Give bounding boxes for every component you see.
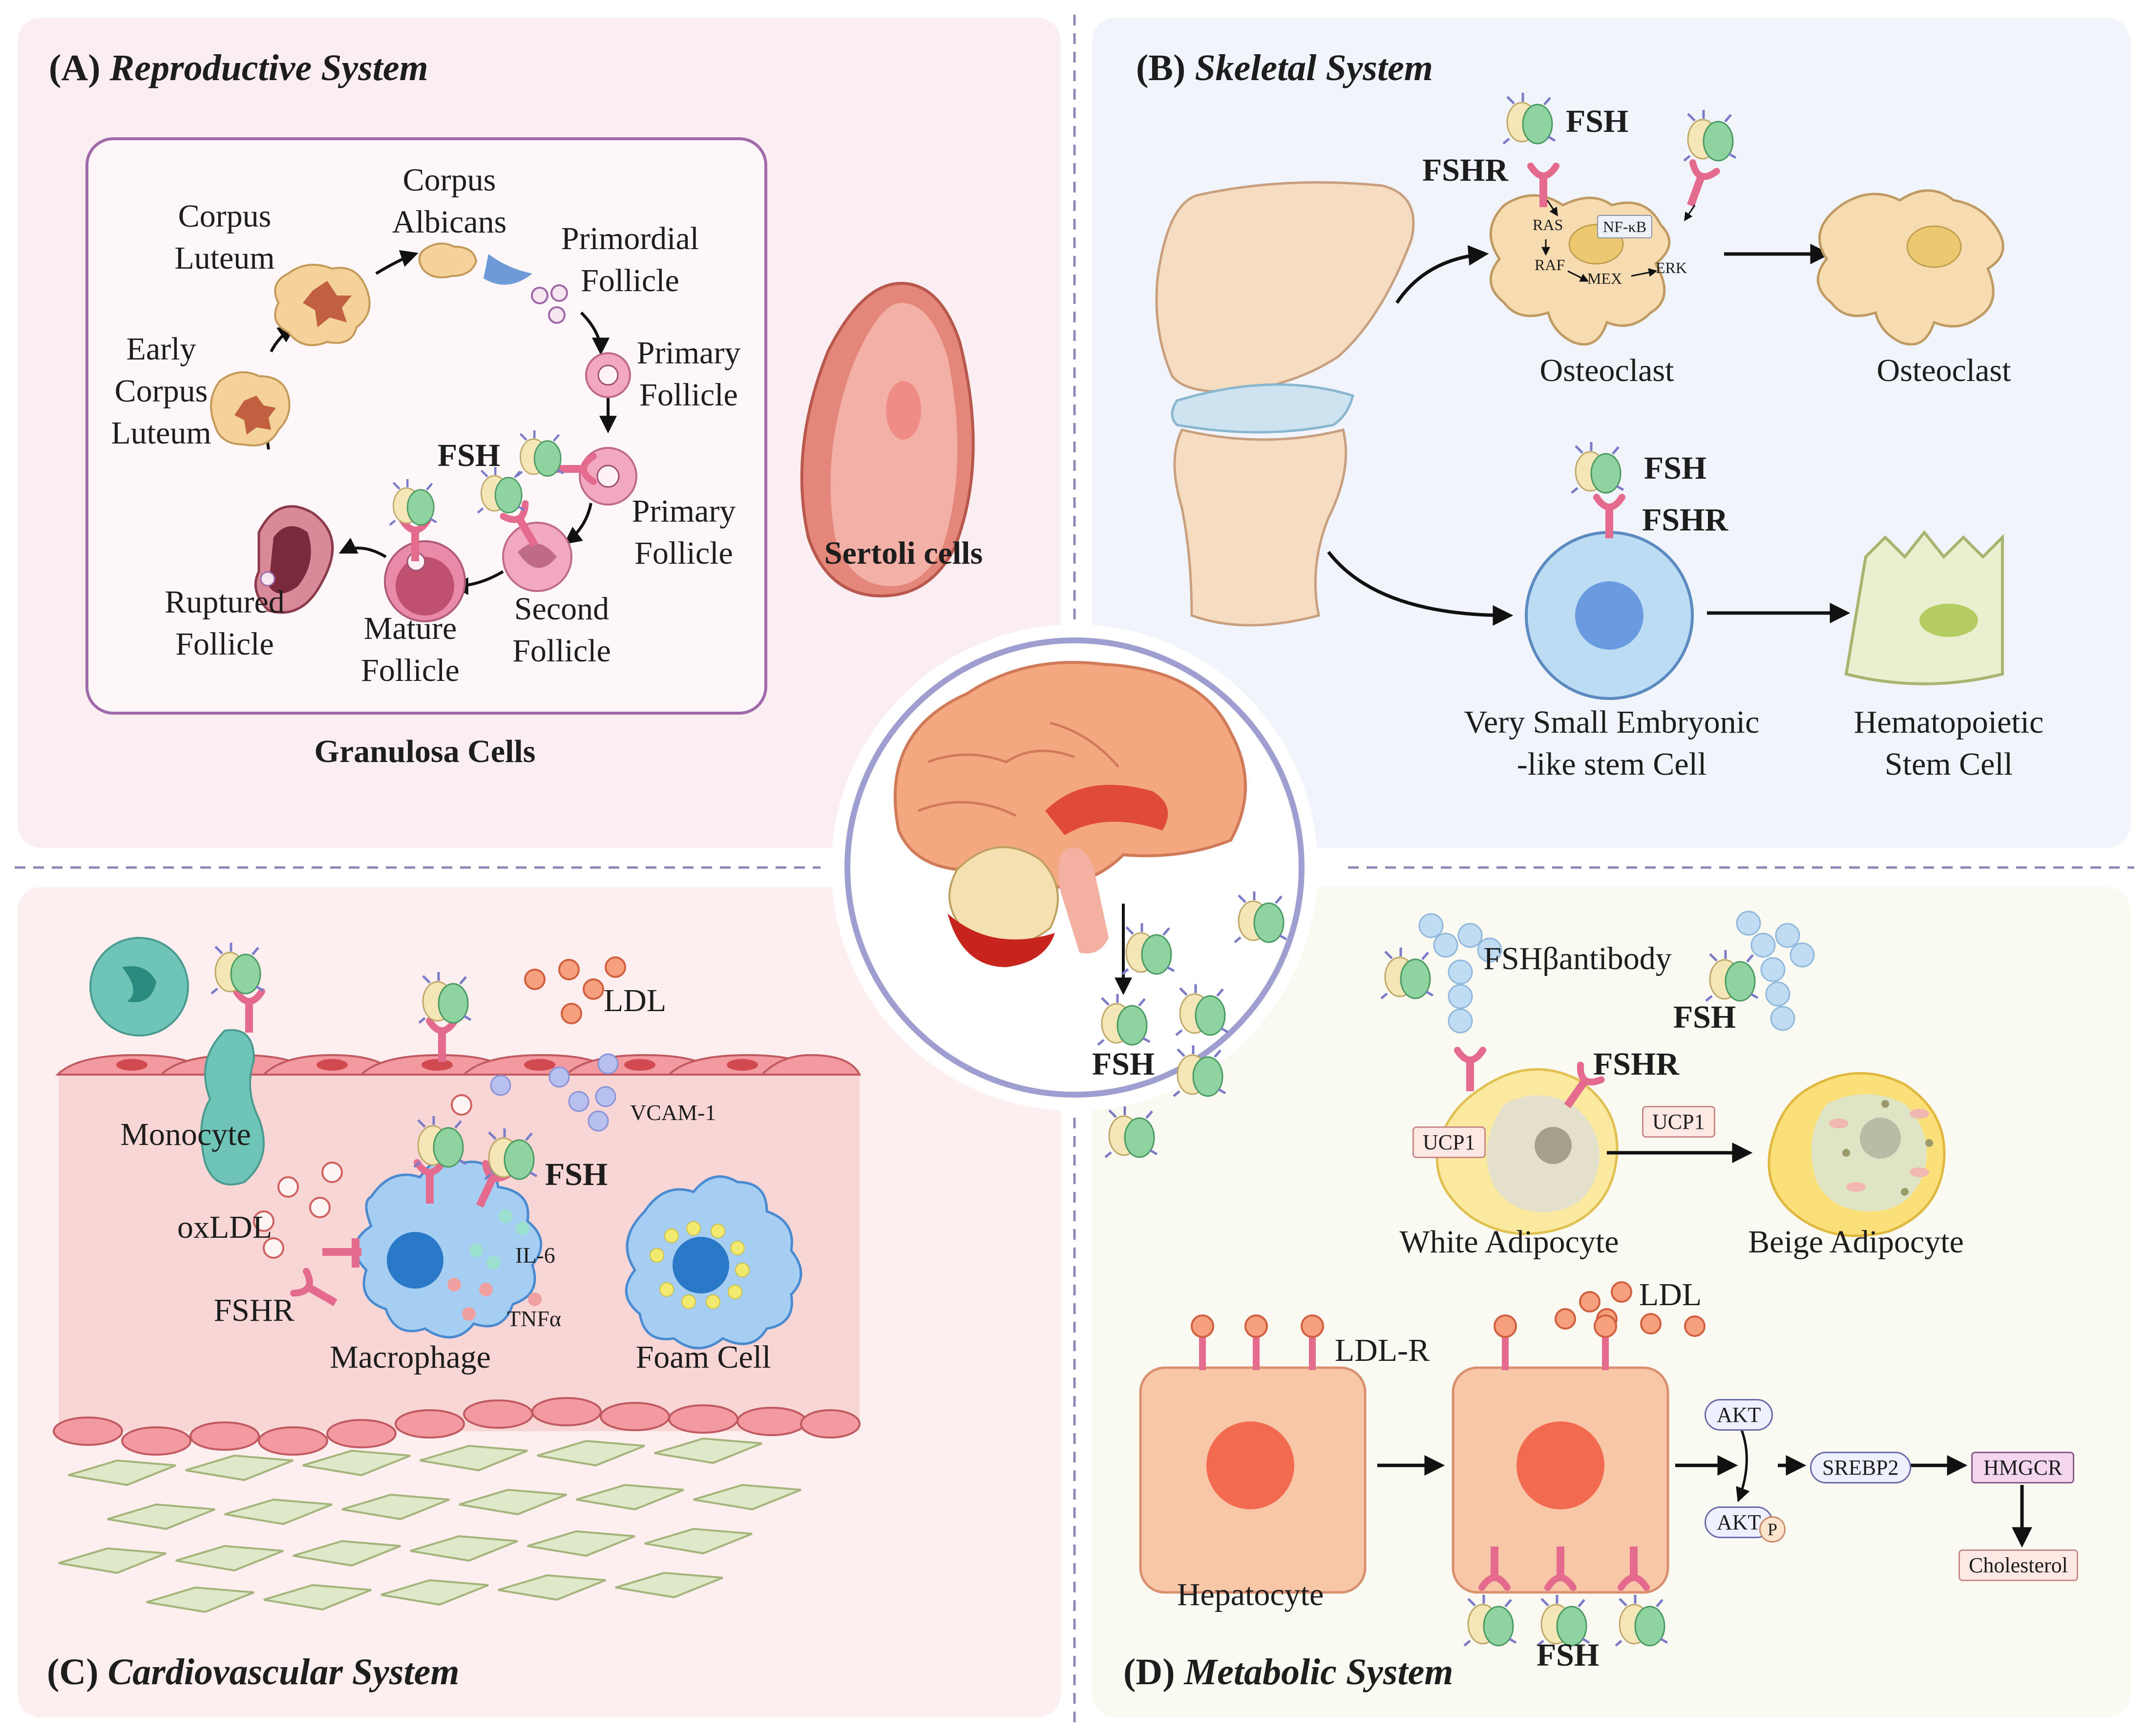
label-primordial-follicle: Primordial Follicle xyxy=(561,221,699,298)
label-ldl-cardio: LDL xyxy=(603,983,667,1018)
title-metabolic-name: Metabolic System xyxy=(1184,1651,1453,1693)
label-second-follicle: Second Follicle xyxy=(512,591,611,669)
label-mature-follicle: Mature Follicle xyxy=(361,611,460,688)
label-ucp1-arrow: UCP1 xyxy=(1642,1106,1715,1138)
label-granulosa-cells: Granulosa Cells xyxy=(314,734,536,769)
title-skeletal-letter: (B) xyxy=(1136,47,1186,88)
label-erk: ERK xyxy=(1656,259,1687,276)
title-metabolic: (D) Metabolic System xyxy=(1123,1651,1453,1694)
label-ras: RAS xyxy=(1533,216,1563,233)
title-cardiovascular-name: Cardiovascular System xyxy=(107,1651,460,1693)
label-vcam: VCAM-1 xyxy=(630,1100,716,1125)
label-raf: RAF xyxy=(1535,256,1565,274)
label-white-adipocyte: White Adipocyte xyxy=(1399,1224,1619,1260)
label-primary-follicle-1: Primary Follicle xyxy=(636,335,741,413)
label-vsel: Very Small Embryonic -like stem Cell xyxy=(1464,704,1760,782)
label-osteoclast-1: Osteoclast xyxy=(1539,353,1674,388)
label-foam-cell: Foam Cell xyxy=(635,1339,771,1375)
label-fshr-vsel: FSHR xyxy=(1642,502,1728,538)
title-cardiovascular-letter: (C) xyxy=(47,1651,99,1693)
label-fsh-beta-antibody: FSHβantibody xyxy=(1483,941,1672,976)
label-hsc: Hematopoietic Stem Cell xyxy=(1853,704,2044,782)
label-primary-follicle-2: Primary Follicle xyxy=(632,493,736,571)
label-srebp2: SREBP2 xyxy=(1810,1452,1911,1483)
label-corpus-luteum: Corpus Luteum xyxy=(174,198,275,276)
title-skeletal: (B) Skeletal System xyxy=(1136,47,1433,89)
label-osteoclast-2: Osteoclast xyxy=(1876,353,2011,388)
label-fshr-osteoclast: FSHR xyxy=(1422,152,1509,188)
label-fsh-cardio: FSH xyxy=(545,1157,608,1192)
title-reproductive-name: Reproductive System xyxy=(109,47,428,88)
label-nfkb: NF-κB xyxy=(1597,215,1653,238)
label-fsh-antibody: FSH xyxy=(1673,999,1736,1035)
label-fsh-vsel: FSH xyxy=(1643,450,1707,486)
title-cardiovascular: (C) Cardiovascular System xyxy=(47,1651,459,1694)
label-il6: IL-6 xyxy=(515,1243,555,1268)
label-cholesterol: Cholesterol xyxy=(1958,1549,2078,1581)
title-reproductive: (A) Reproductive System xyxy=(49,47,428,89)
label-macrophage: Macrophage xyxy=(330,1339,491,1375)
label-oxldl: oxLDL xyxy=(177,1209,273,1245)
label-hepatocyte: Hepatocyte xyxy=(1177,1577,1324,1612)
label-fshr-cardio: FSHR xyxy=(213,1292,295,1328)
label-early-corpus-luteum: Early Corpus Luteum xyxy=(111,331,211,451)
label-tnf: TNFα xyxy=(507,1306,562,1331)
title-reproductive-letter: (A) xyxy=(49,47,101,88)
label-sertoli-cells: Sertoli cells xyxy=(824,535,983,571)
label-ucp1-white: UCP1 xyxy=(1412,1126,1486,1158)
label-fsh-hepatocyte: FSH xyxy=(1536,1637,1600,1673)
label-fsh-repro: FSH xyxy=(437,438,501,473)
label-monocyte: Monocyte xyxy=(120,1117,251,1152)
label-fshr-adipocyte: FSHR xyxy=(1593,1046,1680,1082)
label-fsh-osteoclast: FSH xyxy=(1565,104,1629,139)
title-metabolic-letter: (D) xyxy=(1123,1651,1175,1693)
label-mex: MEX xyxy=(1587,270,1622,287)
label-akt: AKT xyxy=(1705,1399,1773,1431)
label-hmgcr: HMGCR xyxy=(1971,1452,2075,1483)
label-phospho: P xyxy=(1759,1516,1786,1543)
label-fsh-brain: FSH xyxy=(1092,1046,1155,1082)
label-corpus-albicans: Corpus Albicans xyxy=(392,162,507,240)
label-ldl-r: LDL-R xyxy=(1334,1333,1430,1368)
label-ldl-metabolic: LDL xyxy=(1639,1277,1702,1313)
label-beige-adipocyte: Beige Adipocyte xyxy=(1748,1224,1964,1260)
title-skeletal-name: Skeletal System xyxy=(1195,47,1433,88)
label-ruptured-follicle: Ruptured Follicle xyxy=(165,584,285,662)
